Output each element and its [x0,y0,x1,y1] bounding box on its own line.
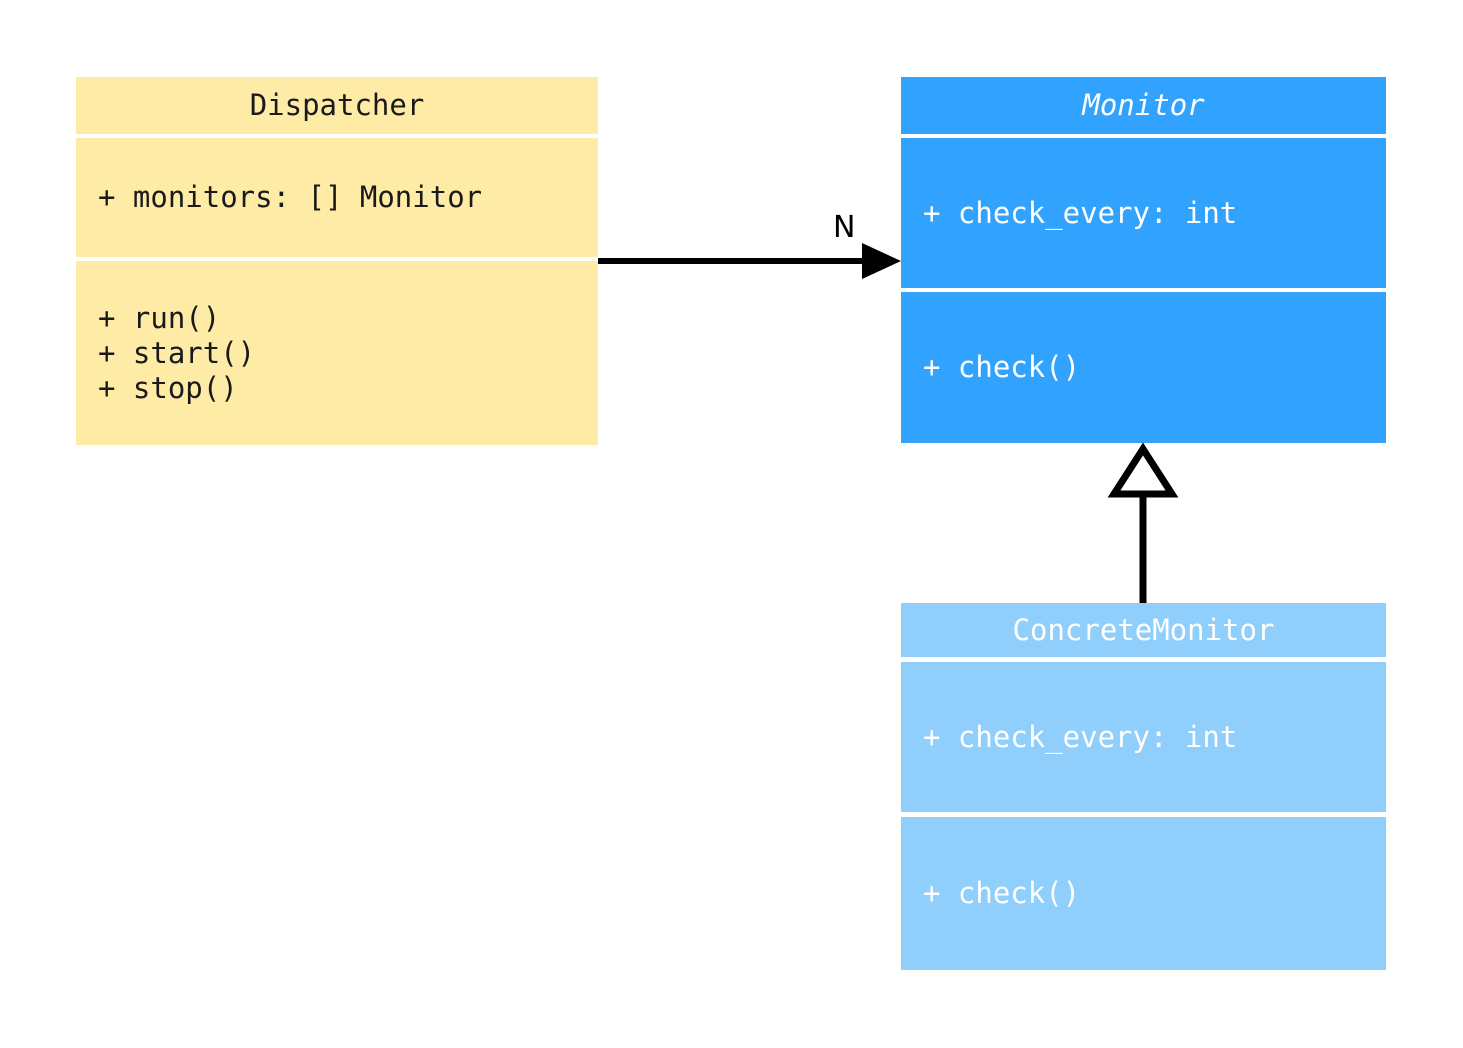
class-box-concretemonitor[interactable]: ConcreteMonitor + check_every: int + che… [901,603,1386,970]
method-item: + start() [98,335,256,370]
compartment-divider [901,812,1386,818]
attributes-compartment-dispatcher: + monitors: [] Monitor [76,138,598,258]
methods-compartment-concretemonitor: + check() [901,817,1386,970]
class-title-monitor: Monitor [901,77,1386,134]
compartment-divider [76,257,598,262]
association-dispatcher-to-monitor [598,243,901,279]
method-item: + check() [923,876,1081,911]
class-box-dispatcher[interactable]: Dispatcher + monitors: [] Monitor + run(… [76,77,598,445]
class-title-dispatcher: Dispatcher [76,77,598,135]
class-box-monitor[interactable]: Monitor + check_every: int + check() [901,77,1386,443]
methods-compartment-dispatcher: + run() + start() + stop() [76,261,598,445]
association-multiplicity-label: N [833,210,856,245]
compartment-divider [76,134,598,139]
compartment-divider [901,657,1386,663]
compartment-divider [901,134,1386,138]
method-item: + check() [923,350,1081,384]
generalization-concretemonitor-to-monitor [1107,442,1179,603]
methods-compartment-monitor: + check() [901,292,1386,443]
attribute-item: + check_every: int [923,719,1238,754]
attribute-item: + monitors: [] Monitor [98,180,483,215]
method-item: + run() [98,300,221,335]
compartment-divider [901,288,1386,292]
generalization-hollow-triangle-icon [1107,442,1179,498]
attributes-compartment-concretemonitor: + check_every: int [901,662,1386,813]
attribute-item: + check_every: int [923,195,1238,230]
attributes-compartment-monitor: + check_every: int [901,138,1386,288]
association-arrowhead-icon [862,243,901,279]
method-item: + stop() [98,370,238,405]
class-title-concretemonitor: ConcreteMonitor [901,603,1386,658]
